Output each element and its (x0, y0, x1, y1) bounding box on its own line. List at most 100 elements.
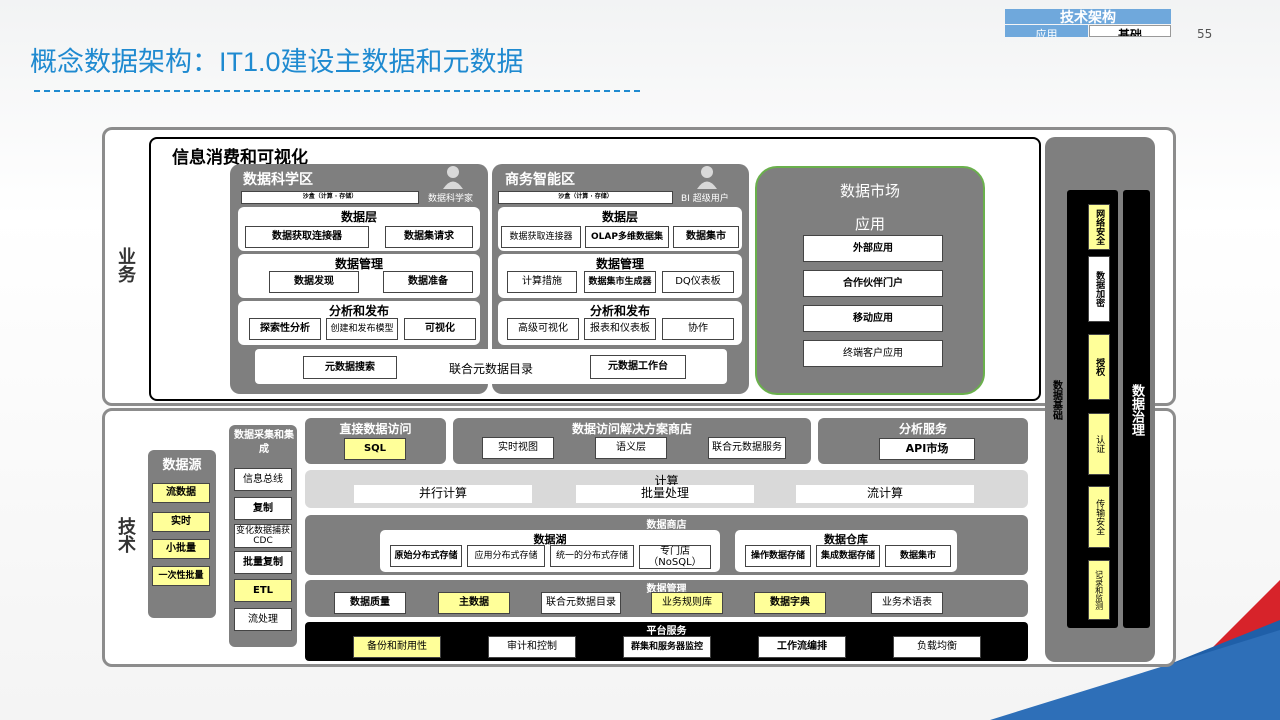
ingest-item: 流处理 (234, 608, 292, 631)
ds-mgmt-title: 数据管理 (334, 257, 383, 271)
page-title: 概念数据架构：IT1.0建设主数据和元数据 (30, 47, 524, 77)
data-market-subtitle: 应用 (854, 215, 885, 233)
security-item: 记录和监测 (1088, 560, 1110, 620)
mgmt-item: 业务术语表 (871, 592, 943, 614)
ds-mgmt-item: 数据准备 (383, 271, 473, 293)
solution-item: 实时视图 (482, 437, 554, 459)
ds-dl-item: 数据集请求 (385, 226, 473, 248)
foundation-label: 数据基础 (1050, 380, 1062, 420)
platform-item: 负载均衡 (893, 636, 981, 658)
solution-item: 联合元数据服务 (708, 437, 786, 459)
metadata-catalog-label: 联合元数据目录 (449, 362, 534, 376)
security-item: 认证 (1088, 413, 1110, 475)
data-management-title: 数据管理 (646, 584, 687, 595)
bi-dl-item: 数据集市 (673, 226, 739, 248)
bi-mgmt-item: DQ仪表板 (662, 271, 734, 293)
data-warehouse-title: 数据仓库 (824, 533, 868, 546)
mgmt-item: 业务规则库 (651, 592, 723, 614)
corner-decoration (960, 580, 1280, 720)
ds-analysis-title: 分析和发布 (328, 304, 389, 318)
warehouse-item: 数据集市 (885, 545, 951, 567)
mgmt-item: 数据字典 (754, 592, 826, 614)
direct-access-title: 直接数据访问 (339, 422, 412, 436)
bi-mgmt-item: 计算措施 (507, 271, 577, 293)
ingest-item: 复制 (234, 497, 292, 520)
lake-item: 统一的分布式存储 (550, 545, 634, 567)
legend-top: 技术架构 (1005, 9, 1171, 24)
architecture-legend: 技术架构 应用 基础 (1005, 9, 1171, 38)
lake-item: 专门店（NoSQL） (639, 545, 711, 569)
ds-sandbox: 沙盒（计算 · 存储） (241, 191, 419, 204)
bi-data-layer-title: 数据层 (601, 210, 638, 224)
ingest-item: 批量复制 (234, 551, 292, 574)
security-item: 网络安全 (1088, 204, 1110, 250)
security-item: 授权 (1088, 334, 1110, 400)
mgmt-item: 联合元数据目录 (541, 592, 621, 614)
title-underline (34, 90, 640, 92)
metadata-workbench: 元数据工作台 (590, 355, 686, 379)
source-item: 实时 (152, 512, 210, 532)
lake-item: 原始分布式存储 (390, 545, 462, 567)
mgmt-item: 数据质量 (334, 592, 406, 614)
security-item: 传输安全 (1088, 486, 1110, 548)
ingest-item: 信息总线 (234, 468, 292, 491)
lake-item: 应用分布式存储 (467, 545, 545, 567)
bi-dl-item: 数据获取连接器 (501, 226, 581, 248)
ingest-item: ETL (234, 579, 292, 602)
legend-left: 应用 (1005, 25, 1088, 37)
bi-title: 商务智能区 (505, 172, 575, 188)
bi-role: BI 超级用户 (681, 194, 729, 204)
ds-data-layer-title: 数据层 (340, 210, 377, 224)
security-item: 数据加密 (1088, 256, 1110, 322)
warehouse-item: 集成数据存储 (816, 545, 880, 567)
ingest-item: 变化数据捕获CDC (234, 524, 292, 548)
source-item: 小批量 (152, 539, 210, 559)
source-item: 一次性批量 (152, 566, 210, 586)
bi-sandbox: 沙盒（计算 · 存储） (498, 191, 673, 204)
ds-an-item: 探索性分析 (249, 318, 321, 340)
page-number: 55 (1197, 27, 1213, 41)
market-app: 外部应用 (803, 235, 943, 262)
bi-an-item: 协作 (662, 318, 734, 340)
data-market-title: 数据市场 (839, 182, 900, 200)
data-lake-title: 数据湖 (533, 533, 567, 546)
bi-an-item: 报表和仪表板 (584, 318, 656, 340)
api-market: API市场 (879, 438, 975, 460)
data-science-title: 数据科学区 (243, 172, 313, 188)
platform-item: 群集和服务器监控 (623, 636, 711, 658)
data-sources-title: 数据源 (162, 458, 202, 473)
compute-item: 批量处理 (576, 485, 754, 503)
ds-an-item: 可视化 (404, 318, 476, 340)
platform-item: 审计和控制 (488, 636, 576, 658)
ds-mgmt-item: 数据发现 (269, 271, 359, 293)
metadata-search: 元数据搜索 (303, 356, 397, 379)
bi-an-item: 高级可视化 (507, 318, 579, 340)
data-sources-panel (148, 450, 216, 618)
bi-mgmt-title: 数据管理 (595, 257, 644, 271)
user-icon (697, 166, 717, 189)
compute-item: 流计算 (796, 485, 974, 503)
bi-dl-item: OLAP多维数据集 (585, 226, 669, 248)
ingestion-title: 数据采集和集成 (234, 430, 294, 455)
platform-item: 工作流编排 (758, 636, 846, 658)
governance-label: 数据治理 (1129, 384, 1144, 436)
solution-store-title: 数据访问解决方案商店 (571, 422, 692, 436)
ds-dl-item: 数据获取连接器 (245, 226, 369, 248)
governance-column (1123, 190, 1150, 628)
platform-title: 平台服务 (646, 626, 687, 637)
platform-item: 备份和耐用性 (353, 636, 441, 658)
ds-an-item: 创建和发布模型 (326, 318, 398, 340)
compute-title: 计算 (654, 474, 679, 488)
analytics-service-title: 分析服务 (898, 422, 947, 436)
market-app: 移动应用 (803, 305, 943, 332)
market-app: 合作伙伴门户 (803, 270, 943, 297)
compute-item: 并行计算 (354, 485, 532, 503)
tech-side-label: 技术 (115, 517, 136, 553)
business-side-label: 业务 (115, 247, 136, 283)
sql-box: SQL (344, 438, 406, 460)
bi-analysis-title: 分析和发布 (589, 304, 650, 318)
bi-mgmt-item: 数据集市生成器 (584, 271, 656, 293)
user-icon (443, 166, 463, 189)
data-science-role: 数据科学家 (428, 194, 474, 204)
consumption-title: 信息消费和可视化 (172, 148, 308, 168)
